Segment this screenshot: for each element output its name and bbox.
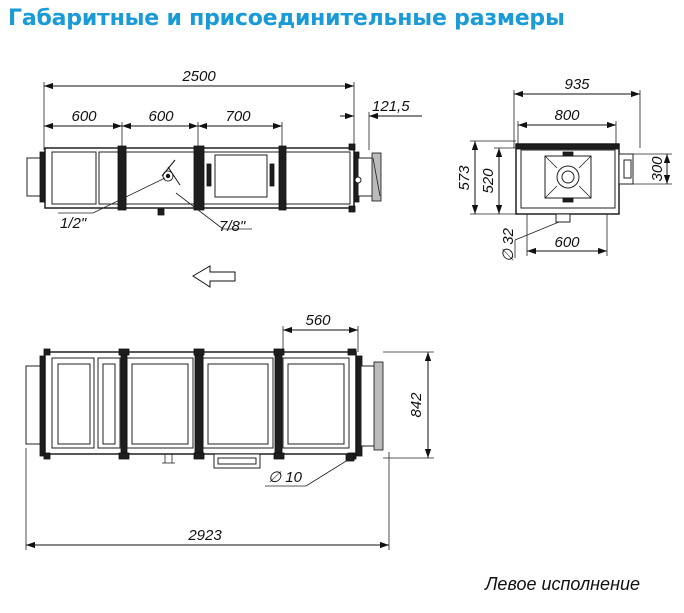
- arrow-left-icon: [192, 265, 236, 288]
- dim-end-height: 573: [456, 165, 473, 191]
- dim-base-width: 600: [554, 234, 580, 251]
- dim-section-3: 700: [225, 108, 251, 125]
- label-connection-b: 7/8": [219, 218, 246, 235]
- label-connection-a: 1/2": [60, 215, 87, 232]
- dim-overall-length: 2500: [181, 68, 216, 85]
- dim-duct-offset: 121,5: [372, 98, 410, 115]
- dim-end-inner-width: 800: [554, 107, 580, 124]
- side-view: 560: [25, 312, 434, 550]
- top-view: 2500 600 600 700 121,5: [26, 68, 422, 235]
- end-view: 935 800 573 520 300 ∅: [456, 76, 672, 262]
- dim-duct-size: 300: [649, 156, 666, 182]
- dim-section-1: 600: [71, 108, 97, 125]
- dim-section-2: 600: [148, 108, 174, 125]
- dim-section-span: 560: [305, 312, 331, 329]
- dim-end-width: 935: [564, 76, 590, 93]
- dim-side-length: 2923: [187, 527, 222, 544]
- dim-end-inner-height: 520: [480, 168, 497, 194]
- page-title: Габаритные и присоединительные размеры: [8, 6, 565, 31]
- label-drain-diameter: ∅ 32: [500, 227, 517, 262]
- dim-side-height: 842: [408, 392, 425, 418]
- label-mount-hole: ∅ 10: [268, 469, 303, 486]
- variant-caption: Левое исполнение: [485, 574, 640, 594]
